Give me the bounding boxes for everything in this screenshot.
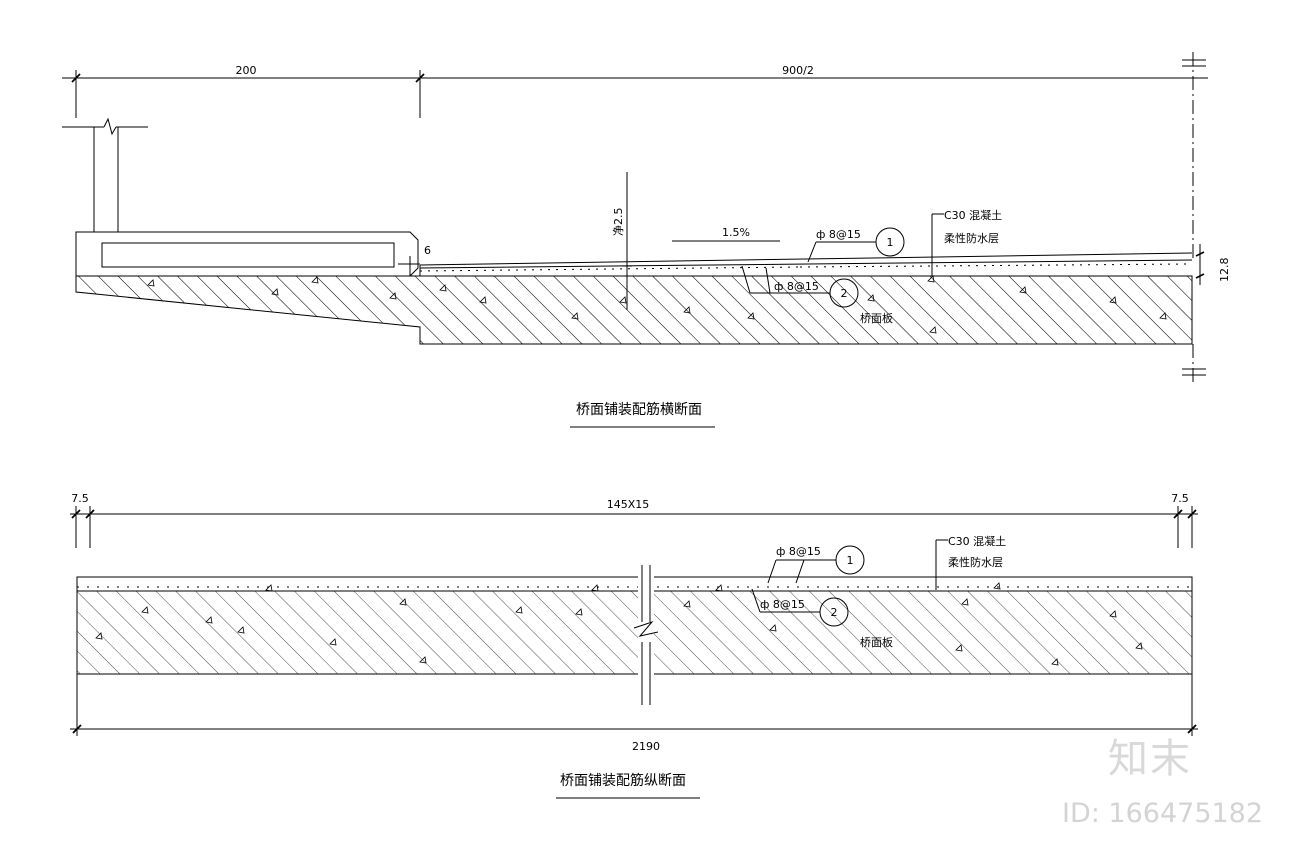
cross-rebar2-label: ф 8@15: [774, 280, 819, 293]
long-rebar1-leader: [767, 545, 865, 584]
clearance-label: 净2.5: [611, 208, 625, 237]
slope-label: 1.5%: [722, 226, 750, 239]
long-paving-layer: [76, 576, 1193, 592]
watermark-brand: 知末: [1108, 736, 1192, 782]
long-waterproof-label: 柔性防水层: [948, 555, 1003, 569]
cross-dim-line: [62, 52, 1208, 385]
long-deck-slab: [76, 590, 1193, 675]
long-rebar2-no: 2: [831, 606, 838, 619]
long-total-dim: [70, 674, 1198, 736]
long-rebar1-no: 1: [847, 554, 854, 567]
longitudinal-section: [70, 506, 1198, 736]
long-dim-right: 7.5: [1171, 492, 1189, 505]
cross-rebar1-label: ф 8@15: [816, 228, 861, 241]
long-dim-total: 2190: [632, 740, 660, 753]
long-concrete-label: C30 混凝土: [948, 534, 1006, 548]
long-rebar1-label: ф 8@15: [776, 545, 821, 558]
cross-rebar2-no: 2: [841, 287, 848, 300]
cross-rebar1-no: 1: [887, 236, 894, 249]
curb-parapet: [62, 117, 419, 277]
long-dim-left: 7.5: [71, 492, 89, 505]
curb-gap-label: 6: [424, 244, 431, 257]
aggregate-marks: [147, 275, 1167, 334]
cross-concrete-label: C30 混凝土: [944, 208, 1002, 222]
long-dim-line: [70, 506, 1198, 548]
long-deck-label: 桥面板: [860, 635, 893, 649]
cross-section: [62, 52, 1208, 385]
cross-title: 桥面铺装配筋横断面: [576, 401, 702, 418]
cross-dim-left: 200: [236, 64, 257, 77]
cross-dim-right: 900/2: [782, 64, 814, 77]
long-aggregate-marks: [95, 582, 1143, 666]
long-rebar2-leader: [751, 588, 849, 627]
cross-waterproof-label: 柔性防水层: [944, 231, 999, 245]
watermark-id: ID: 166475182: [1062, 798, 1263, 829]
thickness-label: 12.8: [1218, 258, 1231, 283]
break-line: [633, 565, 659, 705]
long-rebar2-label: ф 8@15: [760, 598, 805, 611]
long-title: 桥面铺装配筋纵断面: [560, 772, 686, 789]
cross-deck-label: 桥面板: [860, 311, 893, 325]
cross-paving-layer: [419, 252, 1193, 276]
long-dim-mid: 145X15: [607, 498, 650, 511]
rebar2-leader: [741, 265, 859, 308]
rebar1-leader: [807, 227, 905, 263]
